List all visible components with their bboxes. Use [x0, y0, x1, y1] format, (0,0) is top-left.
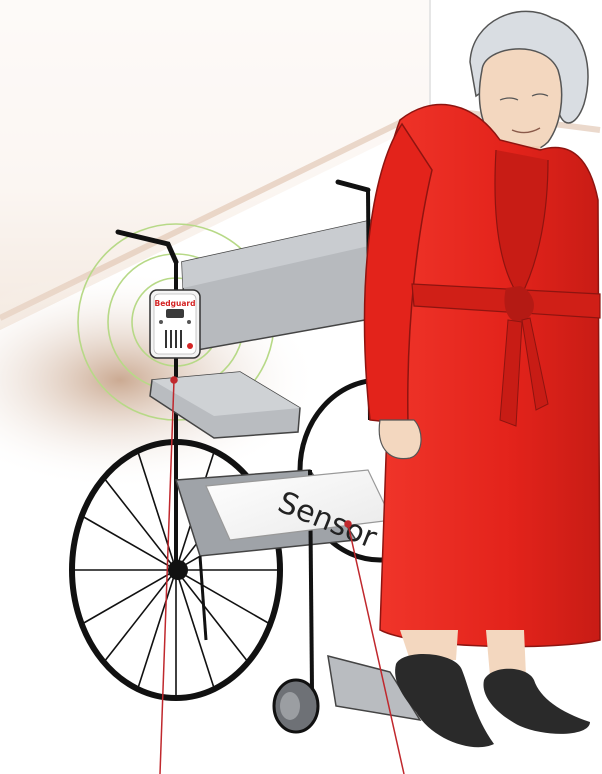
elderly-woman: [365, 11, 600, 747]
alarm-monitor-icon: Bedguard: [150, 290, 200, 358]
alarm-brand-label: Bedguard: [154, 299, 195, 308]
caster-wheel: [274, 680, 318, 732]
